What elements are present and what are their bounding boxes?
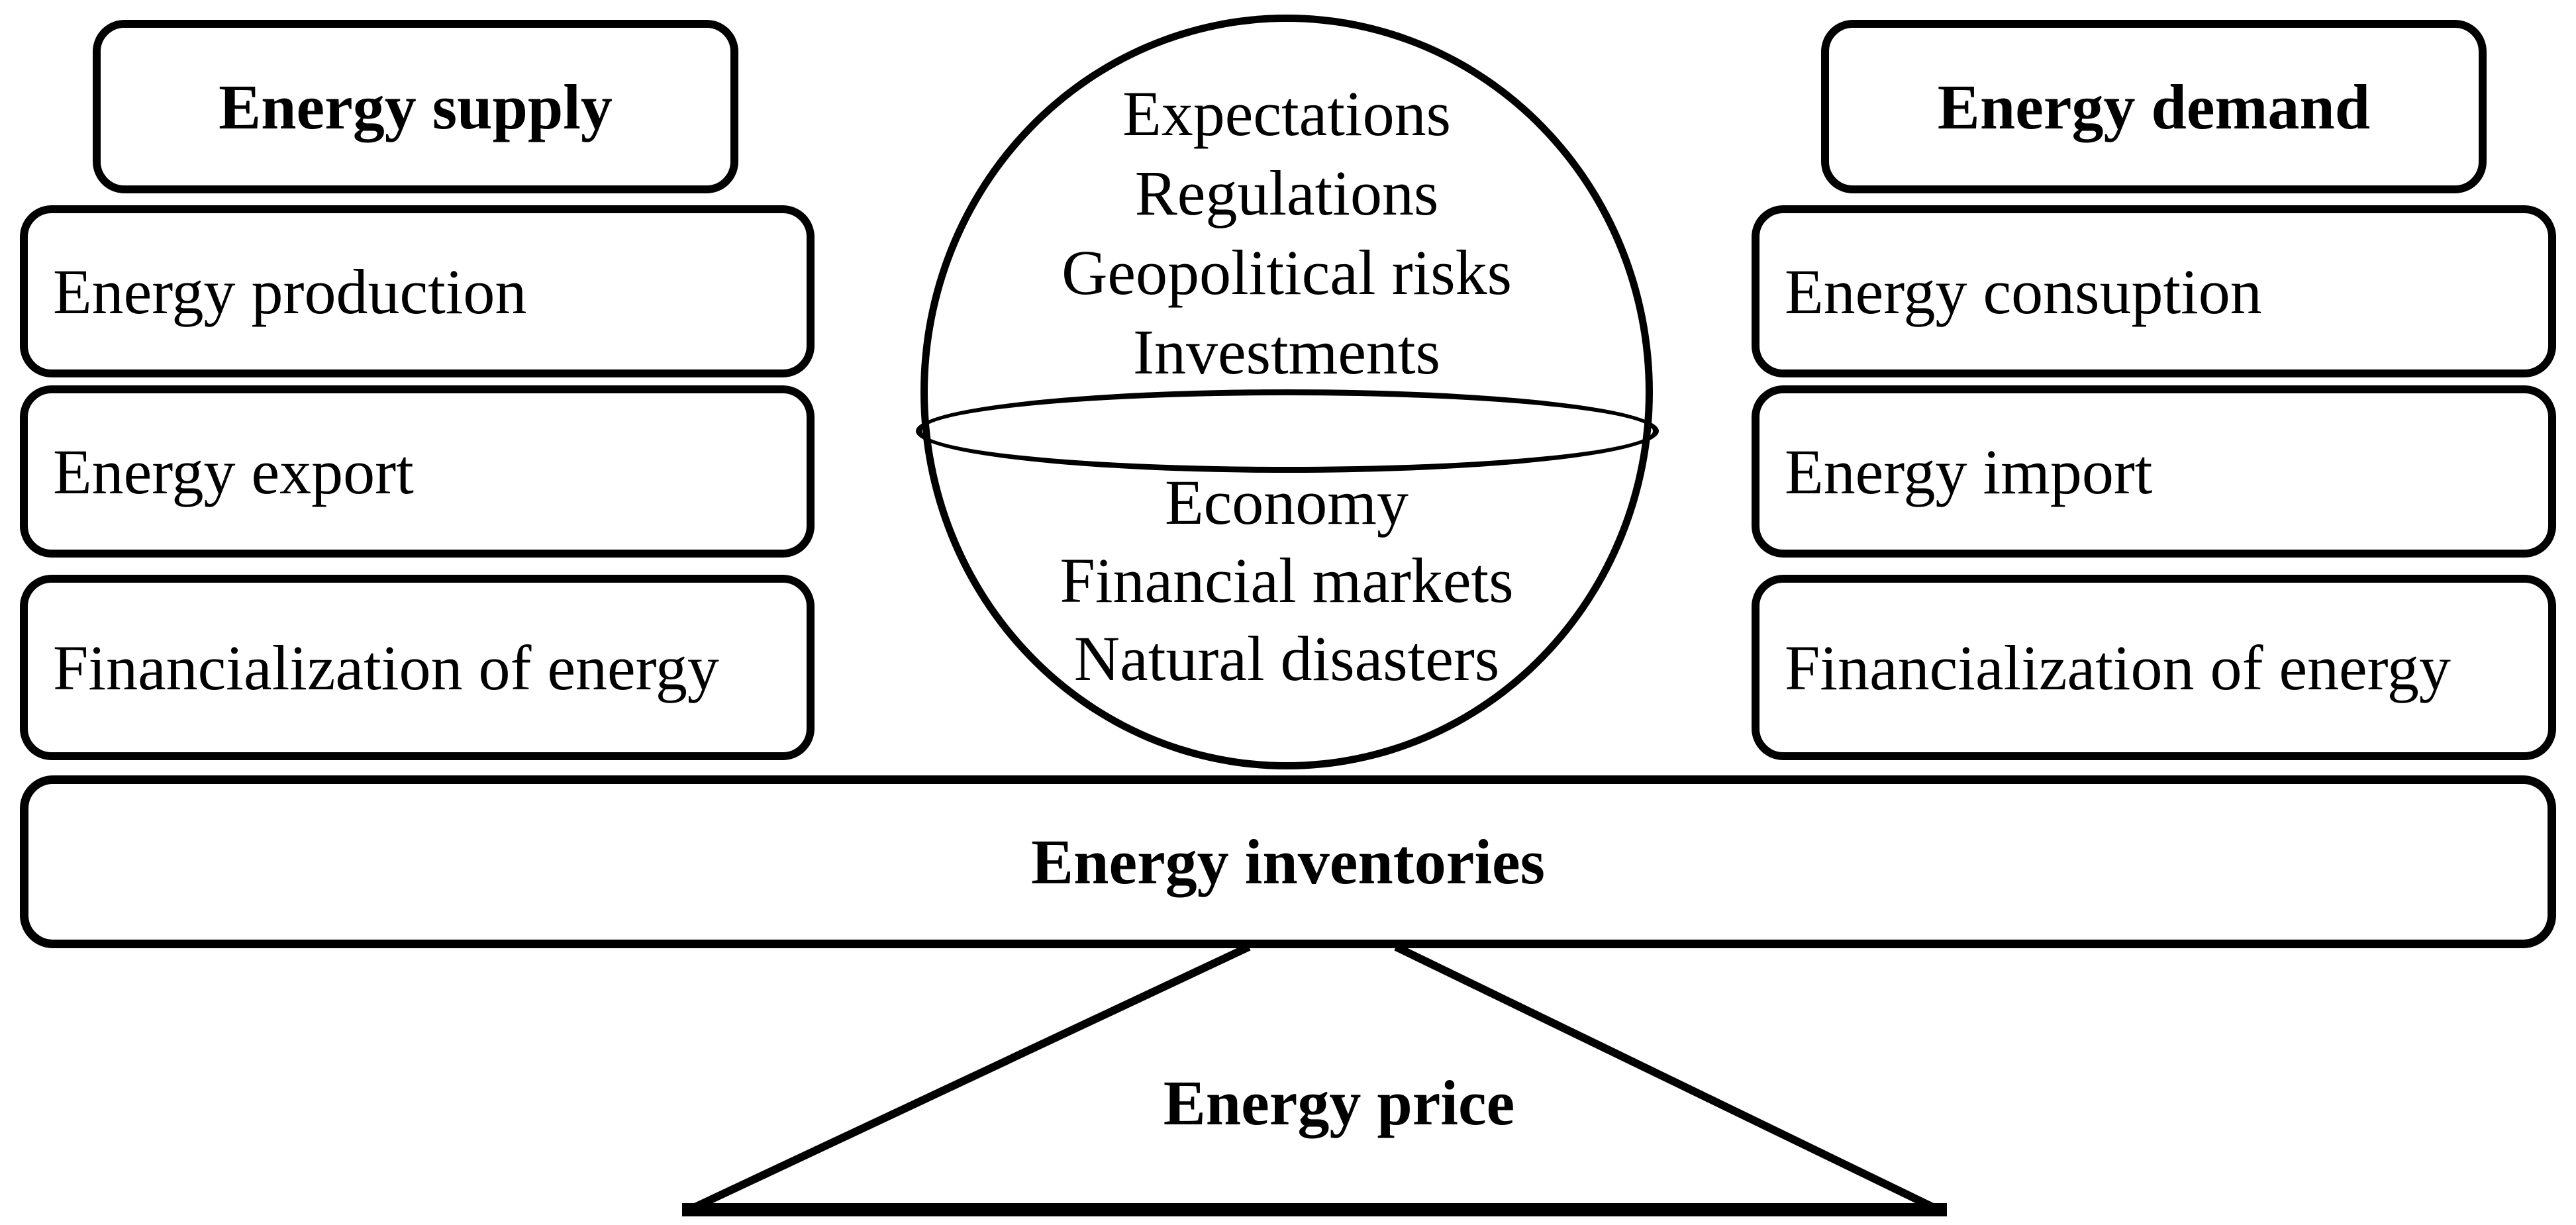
energy-inventories-label: Energy inventories (1031, 826, 1545, 897)
sphere-upper-factor: Expectations (1122, 78, 1451, 149)
supply-item-box: Energy export (20, 385, 815, 558)
energy-demand-header-label: Energy demand (1937, 71, 2371, 142)
energy-demand-header-box: Energy demand (1821, 20, 2487, 193)
energy-supply-header-box: Energy supply (93, 20, 738, 193)
demand-item-label: Financialization of energy (1785, 632, 2451, 703)
sphere-lower-factors: Economy Financial markets Natural disast… (920, 464, 1653, 698)
energy-price-label-box: Energy price (1074, 1059, 1604, 1146)
supply-item-box: Financialization of energy (20, 575, 815, 760)
supply-item-label: Financialization of energy (53, 632, 719, 703)
sphere-lower-factor: Financial markets (1060, 545, 1514, 616)
external-factors-sphere (920, 15, 1653, 769)
supply-item-label: Energy export (53, 436, 414, 507)
demand-item-box: Financialization of energy (1752, 575, 2556, 760)
sphere-upper-factor: Regulations (1134, 158, 1439, 228)
sphere-lower-factor: Natural disasters (1073, 623, 1500, 694)
demand-item-label: Energy consuption (1785, 256, 2262, 327)
demand-item-box: Energy consuption (1752, 205, 2556, 377)
sphere-lower-factor: Economy (1165, 467, 1409, 538)
sphere-upper-factor: Geopolitical risks (1062, 237, 1512, 308)
demand-item-box: Energy import (1752, 385, 2556, 558)
supply-item-box: Energy production (20, 205, 815, 377)
energy-price-label: Energy price (1163, 1067, 1515, 1138)
sphere-upper-factor: Investments (1133, 317, 1440, 387)
energy-supply-header-label: Energy supply (219, 71, 613, 142)
supply-item-label: Energy production (53, 256, 527, 327)
sphere-equator-ellipse (916, 389, 1659, 473)
energy-inventories-beam: Energy inventories (20, 775, 2556, 948)
demand-item-label: Energy import (1785, 436, 2153, 507)
sphere-upper-factors: Expectations Regulations Geopolitical ri… (920, 74, 1653, 392)
